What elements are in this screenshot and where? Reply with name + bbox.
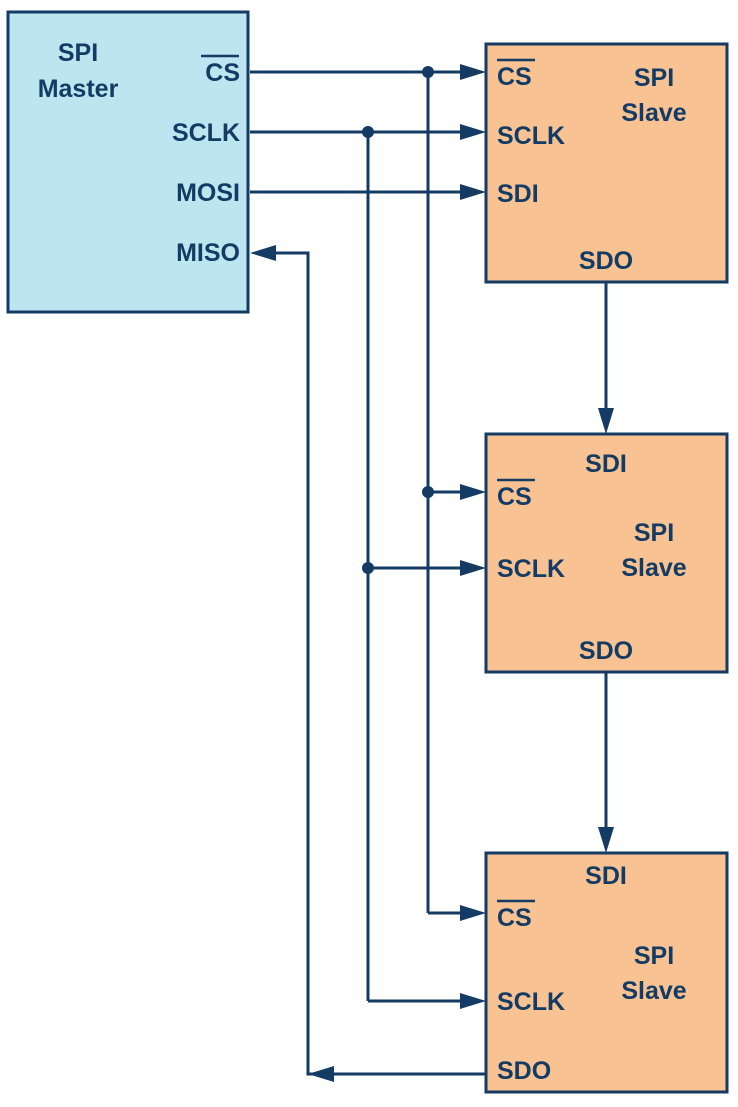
master-pin-mosi: MOSI [176, 179, 240, 207]
slave-3-pin-sdi: SDI [585, 862, 627, 890]
arrow-right-icon [460, 64, 486, 80]
slave-3-pin-cs: CS [497, 904, 532, 932]
slave-2-pin-sdo: SDO [579, 637, 633, 665]
arrow-down-icon [598, 408, 614, 434]
arrow-left-icon [308, 1066, 334, 1082]
arrow-left-icon [250, 245, 276, 261]
slave-1-pin-sclk: SCLK [497, 122, 565, 150]
arrow-right-icon [460, 484, 486, 500]
spi-slave-1-box [484, 42, 729, 284]
slave-2-pin-sclk: SCLK [497, 555, 565, 583]
spi-master-box [6, 10, 250, 314]
master-title-line2: Master [38, 75, 119, 103]
sclk-junction-dot [362, 562, 374, 574]
slave-3-pin-sdo: SDO [497, 1057, 551, 1085]
sclk-junction-dot [362, 126, 374, 138]
slave-1-pin-sdo: SDO [579, 247, 633, 275]
slave-2-pin-cs: CS [497, 483, 532, 511]
master-pin-miso: MISO [176, 239, 240, 267]
slave-2-title-line1: SPI [634, 519, 674, 547]
arrow-right-icon [460, 993, 486, 1009]
cs-junction-dot [422, 486, 434, 498]
spi-slave-2-box [484, 432, 729, 674]
slave-2-title-line2: Slave [621, 554, 686, 582]
slave-3-title-line1: SPI [634, 942, 674, 970]
arrow-right-icon [460, 905, 486, 921]
cs-junction-dot [422, 66, 434, 78]
slave-2-pin-sdi: SDI [585, 450, 627, 478]
master-title-line1: SPI [58, 39, 98, 67]
master-pin-sclk: SCLK [172, 119, 240, 147]
arrow-right-icon [460, 124, 486, 140]
slave-1-pin-cs: CS [497, 63, 532, 91]
spi-slave-3-box [484, 851, 729, 1094]
slave-1-title-line2: Slave [621, 99, 686, 127]
arrow-right-icon [460, 560, 486, 576]
arrow-right-icon [460, 184, 486, 200]
arrow-down-icon [598, 827, 614, 853]
slave-1-pin-sdi: SDI [497, 180, 539, 208]
slave-3-title-line2: Slave [621, 977, 686, 1005]
master-pin-cs: CS [205, 59, 240, 87]
slave-1-title-line1: SPI [634, 64, 674, 92]
miso-return-wire [274, 251, 486, 1076]
slave-3-pin-sclk: SCLK [497, 988, 565, 1016]
